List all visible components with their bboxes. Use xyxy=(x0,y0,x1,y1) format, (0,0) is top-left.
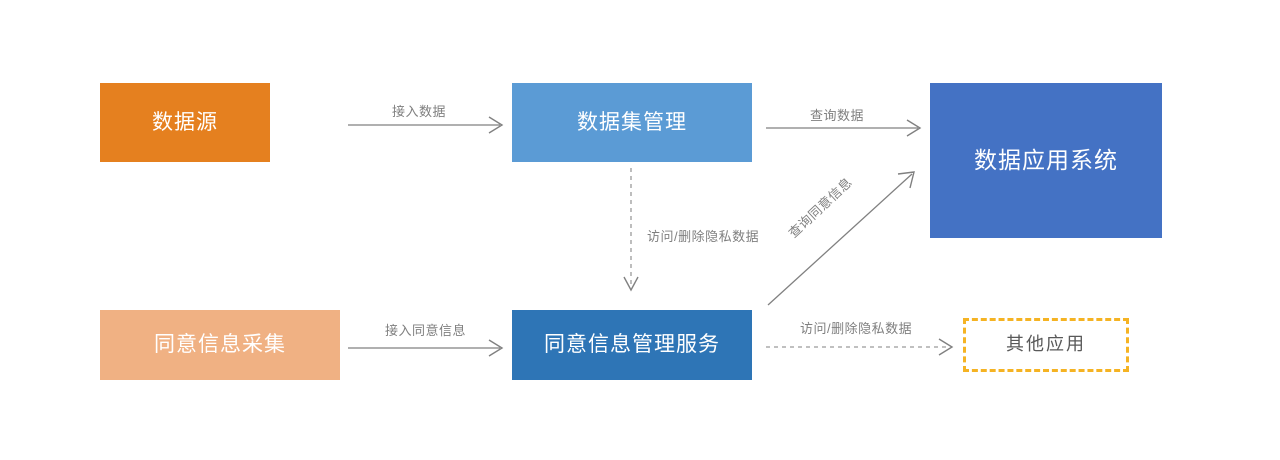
edge-access-delete-privacy-horizontal xyxy=(766,338,954,356)
node-other-apps-label: 其他应用 xyxy=(1006,334,1086,355)
edge-ingest-consent xyxy=(348,339,504,357)
edge-query-data xyxy=(766,119,922,137)
edge-label-ingest-data: 接入数据 xyxy=(392,104,447,119)
edge-ingest-data xyxy=(348,116,504,134)
node-dataset-mgmt[interactable]: 数据集管理 xyxy=(512,83,752,162)
node-dataset-mgmt-label: 数据集管理 xyxy=(577,110,687,134)
node-data-source-label: 数据源 xyxy=(152,110,218,134)
node-other-apps[interactable]: 其他应用 xyxy=(963,318,1129,372)
node-data-app-system-label: 数据应用系统 xyxy=(974,146,1118,173)
edge-label-access-delete-privacy-horizontal: 访问/删除隐私数据 xyxy=(800,321,913,336)
edge-label-access-delete-privacy-vertical: 访问/删除隐私数据 xyxy=(647,229,760,244)
node-consent-service[interactable]: 同意信息管理服务 xyxy=(512,310,752,380)
edge-label-ingest-consent: 接入同意信息 xyxy=(385,323,467,338)
edge-access-delete-privacy-vertical xyxy=(623,168,639,292)
node-data-source[interactable]: 数据源 xyxy=(100,83,270,162)
node-consent-service-label: 同意信息管理服务 xyxy=(544,333,720,357)
edge-query-consent xyxy=(767,171,915,306)
node-data-app-system[interactable]: 数据应用系统 xyxy=(930,83,1162,238)
edge-label-query-data: 查询数据 xyxy=(810,108,865,123)
node-consent-collect-label: 同意信息采集 xyxy=(154,333,286,357)
node-consent-collect[interactable]: 同意信息采集 xyxy=(100,310,340,380)
